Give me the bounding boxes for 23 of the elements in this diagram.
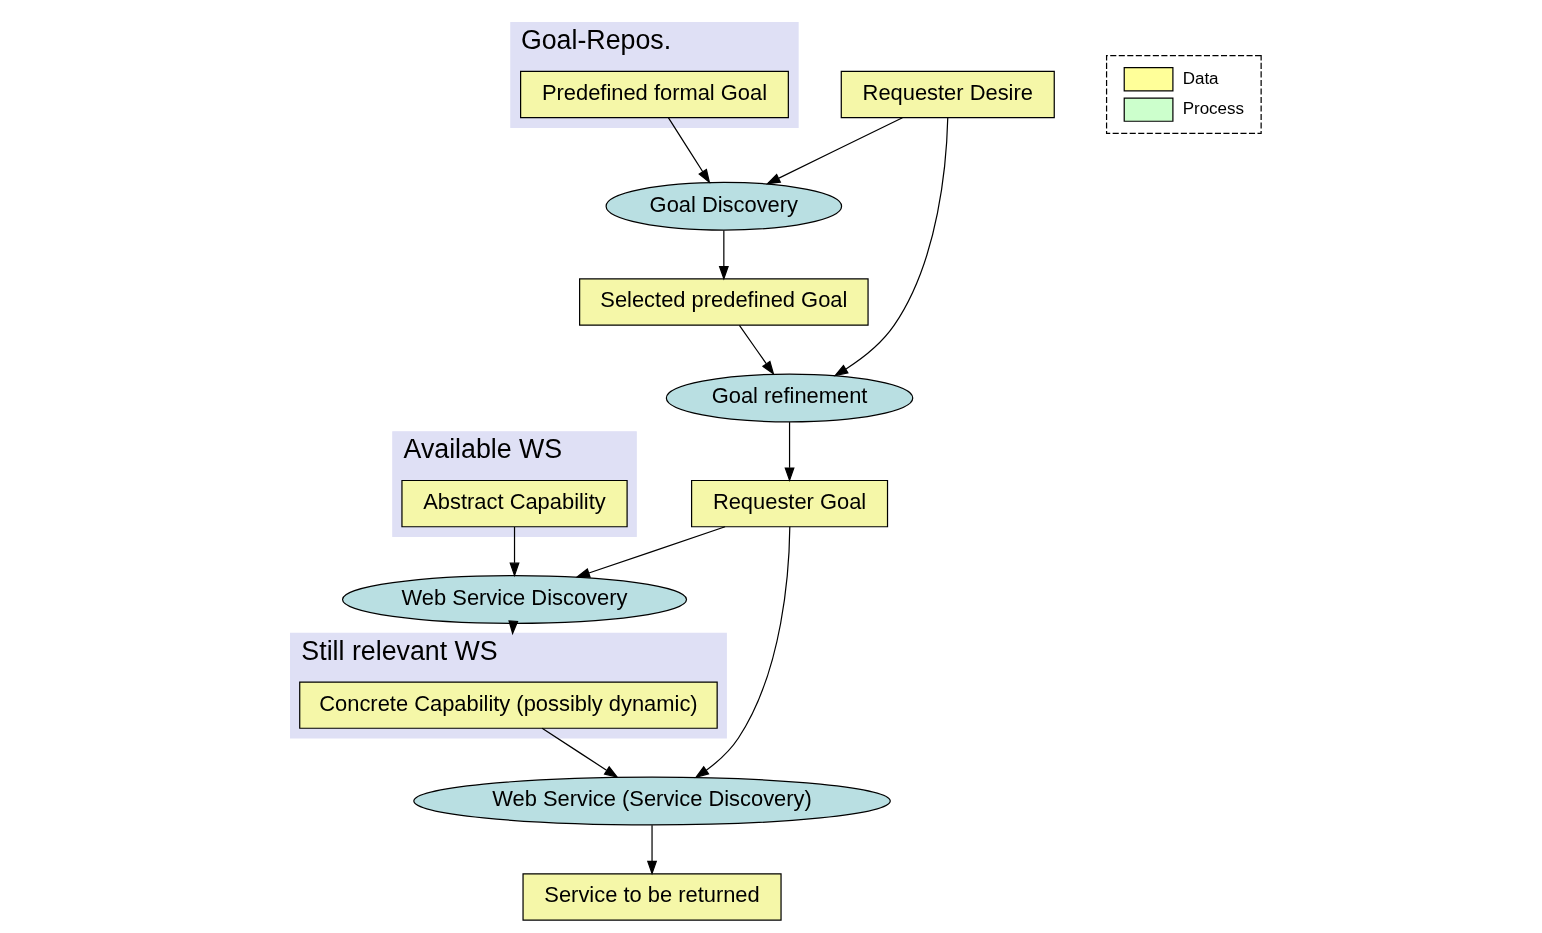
arrow [575,526,726,578]
node-ellipse: Web Service (Service Discovery) [413,776,891,826]
arrow [694,526,791,779]
node-box: Requester Desire [840,70,1055,119]
node-box: Abstract Capability [401,479,628,528]
node-ellipse: Goal refinement [665,373,914,423]
arrow [784,421,795,483]
node-ellipse: Goal Discovery [605,181,843,231]
arrow [738,324,775,376]
arrow [765,117,904,185]
legend-label: Process [1182,99,1245,119]
arrow [509,526,520,578]
arrow [667,117,711,184]
arrow [718,229,729,281]
node-box: Predefined formal Goal [520,70,789,119]
node-box: Selected predefined Goal [579,278,869,326]
node-box: Concrete Capability (possibly dynamic) [299,681,718,729]
node-box: Service to be returned [522,873,782,921]
arrow [541,727,619,779]
legend-label: Data [1182,68,1219,88]
node-box: Requester Goal [691,479,889,528]
arrow [833,117,949,377]
arrow [646,824,658,876]
